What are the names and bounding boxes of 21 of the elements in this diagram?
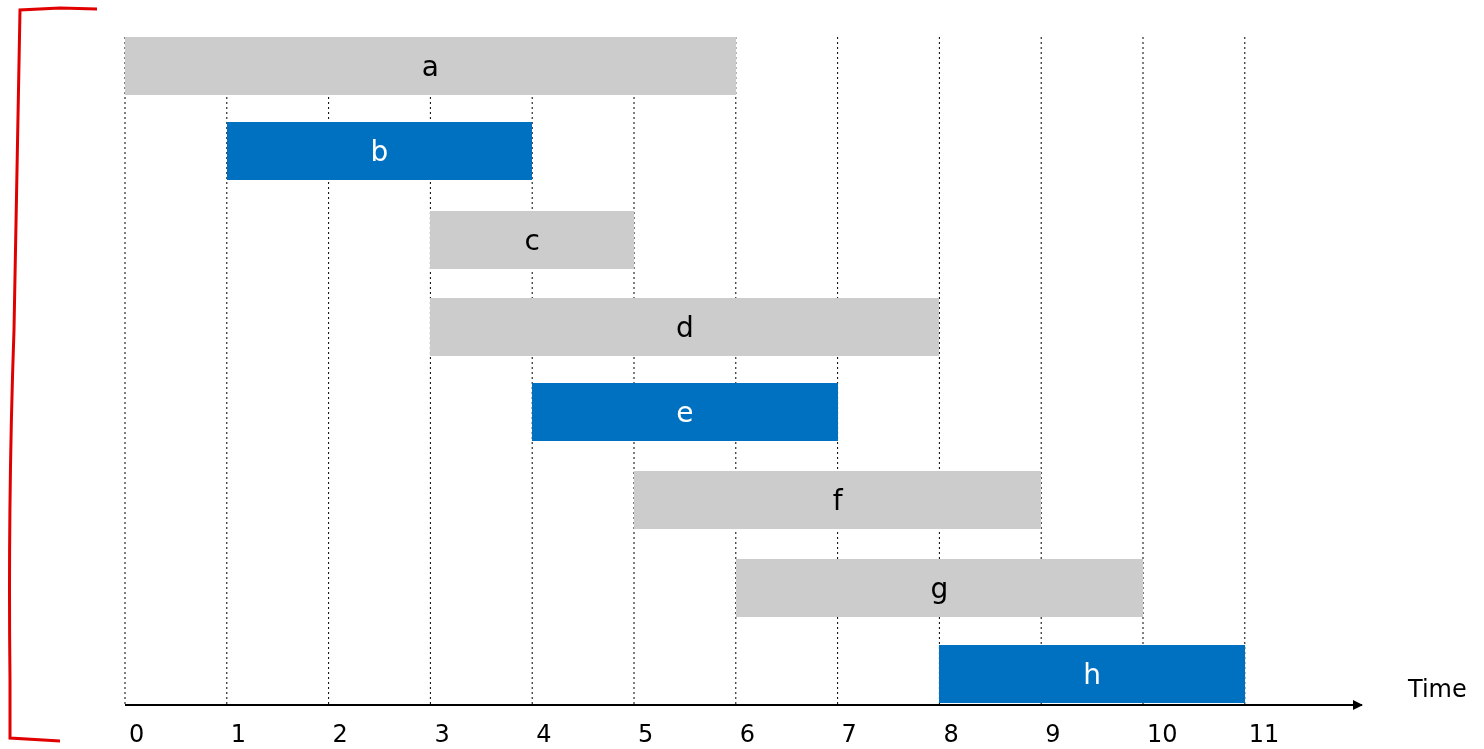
tick-label: 8 bbox=[943, 720, 959, 748]
task-bar: g bbox=[735, 559, 1143, 617]
task-bar: a bbox=[125, 37, 736, 95]
tick-label: 3 bbox=[434, 720, 450, 748]
tick-label: 10 bbox=[1147, 720, 1178, 748]
tick-label: 11 bbox=[1248, 720, 1280, 748]
task-bar: d bbox=[430, 298, 940, 356]
task-bar: e bbox=[532, 383, 838, 441]
task-bar: c bbox=[430, 211, 634, 269]
tick-label: 2 bbox=[332, 720, 348, 748]
task-bar: b bbox=[226, 122, 533, 180]
tick-label: 7 bbox=[841, 720, 857, 748]
task-bar: h bbox=[939, 645, 1245, 703]
tick-label: 6 bbox=[739, 720, 756, 748]
task-bar: f bbox=[634, 471, 1042, 529]
axis-title: Time bbox=[1408, 675, 1467, 703]
tick-label: 5 bbox=[638, 720, 654, 748]
tick-label: 1 bbox=[230, 720, 247, 748]
tick-label: 0 bbox=[129, 720, 145, 748]
tick-label: 9 bbox=[1045, 720, 1061, 748]
tick-label: 4 bbox=[536, 720, 552, 748]
